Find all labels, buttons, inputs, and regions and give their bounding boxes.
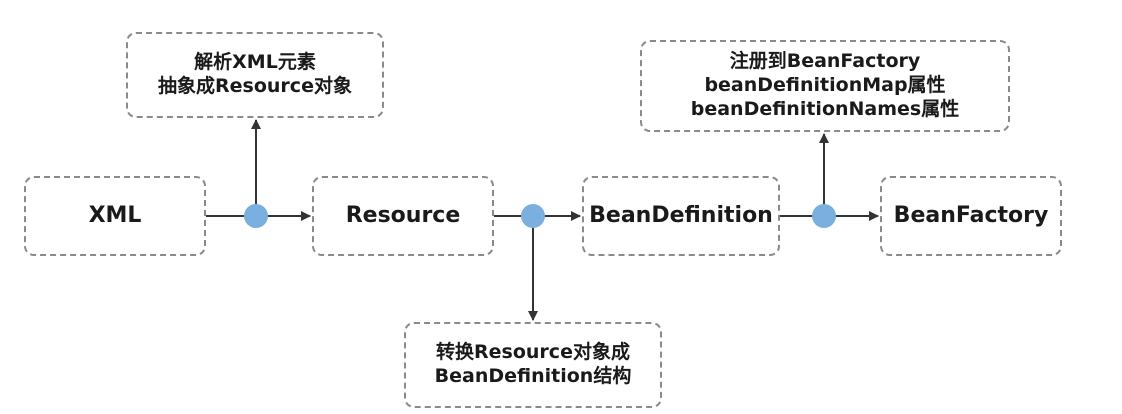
node-beandefinition: BeanDefinition	[582, 176, 780, 256]
note-convert-line-1: 转换Resource对象成	[436, 341, 630, 364]
note-register-line-3: beanDefinitionNames属性	[690, 97, 960, 120]
note-parse-line-1: 解析XML元素	[194, 51, 316, 74]
node-xml: XML	[24, 176, 206, 256]
node-resource: Resource	[312, 176, 494, 256]
junction-dot-register	[812, 204, 836, 228]
note-register-beanfactory: 注册到BeanFactory beanDefinitionMap属性 beanD…	[640, 40, 1010, 132]
node-beanfactory-label: BeanFactory	[893, 203, 1049, 229]
note-parse-line-2: 抽象成Resource对象	[158, 75, 352, 97]
node-resource-label: Resource	[345, 203, 461, 229]
node-beanfactory: BeanFactory	[880, 176, 1062, 256]
note-register-line-2: beanDefinitionMap属性	[704, 74, 946, 97]
junction-dot-parse	[244, 204, 268, 228]
junction-dot-convert	[521, 204, 545, 228]
note-parse-xml: 解析XML元素 抽象成Resource对象	[126, 32, 384, 118]
node-xml-label: XML	[88, 203, 142, 229]
note-register-line-1: 注册到BeanFactory	[729, 50, 921, 73]
note-convert-resource: 转换Resource对象成 BeanDefinition结构	[404, 322, 662, 408]
note-convert-line-2: BeanDefinition结构	[434, 365, 632, 387]
node-beandefinition-label: BeanDefinition	[589, 203, 773, 229]
